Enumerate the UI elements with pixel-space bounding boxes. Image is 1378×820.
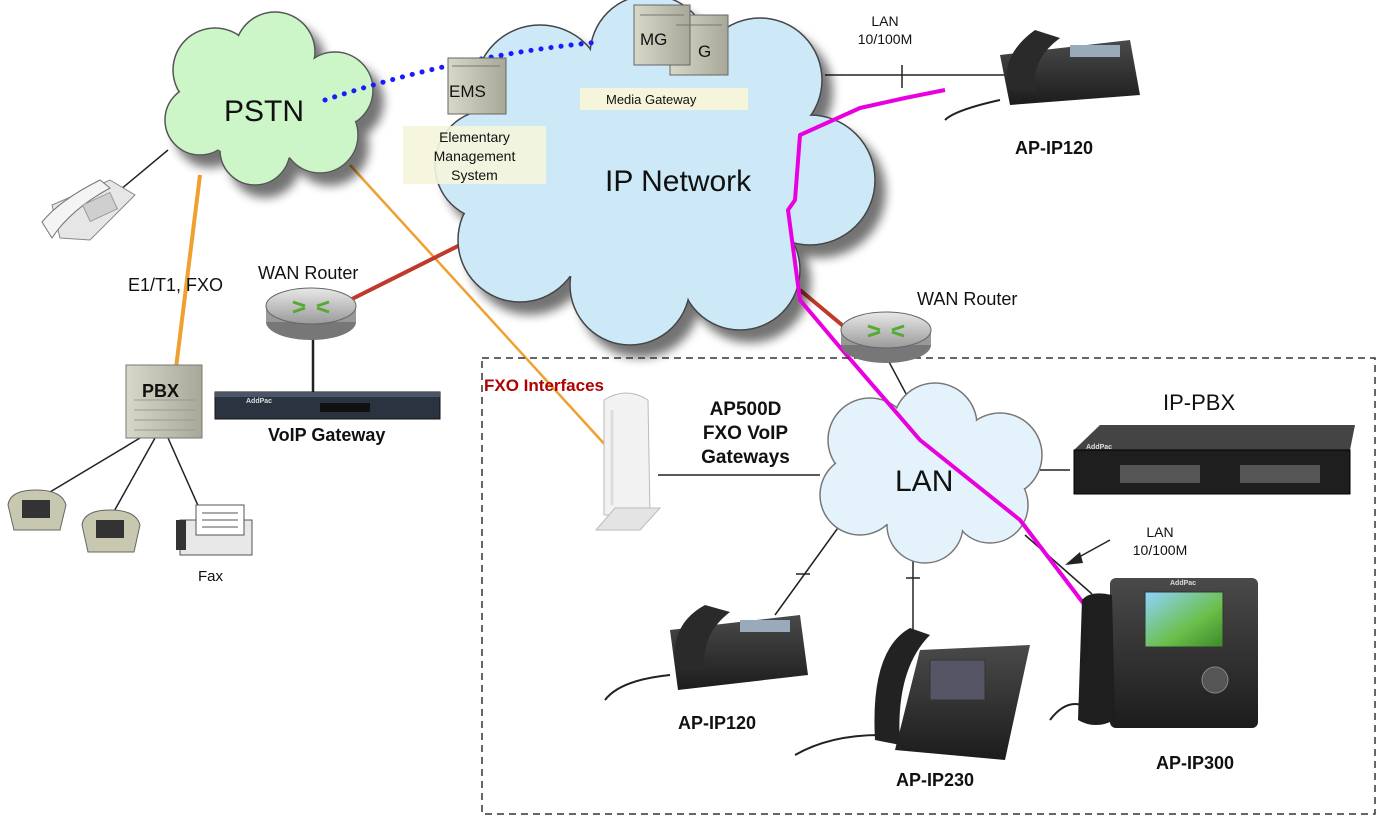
e1t1-label: E1/T1, FXO bbox=[128, 275, 224, 295]
lan-top-label-line-2: 10/100M bbox=[857, 31, 913, 47]
phone-top-label: AP-IP120 bbox=[1015, 138, 1094, 158]
ap500d-label-line-2: FXO VoIP bbox=[702, 423, 789, 444]
wan-router-right-label: WAN Router bbox=[917, 289, 1018, 309]
media-gateway-servers bbox=[633, 4, 729, 76]
pbx-box bbox=[125, 364, 203, 439]
wan-router-left-icon bbox=[265, 287, 357, 340]
phone-lan-1-icon bbox=[604, 605, 808, 701]
ip-pbx-label: IP-PBX bbox=[1163, 390, 1236, 415]
link-pbx-fax bbox=[167, 437, 201, 511]
ap500d-label-line-3: Gateways bbox=[701, 447, 790, 468]
lan-right-label-line-1: LAN bbox=[1146, 524, 1174, 540]
lan-top-label-line-1: LAN bbox=[871, 13, 899, 29]
mg-label: MG bbox=[640, 30, 668, 49]
pbx-label: PBX bbox=[142, 381, 180, 401]
link-pbx-phone1 bbox=[44, 437, 141, 496]
lan-cloud bbox=[819, 382, 1043, 564]
phone-lan-1-label: AP-IP120 bbox=[678, 713, 757, 733]
mg-second-label: G bbox=[698, 42, 712, 61]
link-magenta-path bbox=[786, 88, 1092, 614]
voip-gateway-label: VoIP Gateway bbox=[268, 425, 386, 445]
ems-desc: Elementary Management System bbox=[403, 128, 546, 185]
phone-top-icon bbox=[944, 30, 1140, 121]
link-pstn-pbx-e1t1 bbox=[174, 174, 202, 369]
link-lan-phone3 bbox=[1024, 534, 1093, 595]
ems-desc-line-1: Elementary bbox=[439, 129, 510, 145]
ems-label: EMS bbox=[449, 82, 486, 101]
pbx-phone-2-icon bbox=[81, 509, 141, 553]
ip-pbx-brand: AddPac bbox=[1086, 444, 1113, 451]
ems-desc-line-3: System bbox=[451, 167, 498, 183]
enterprise-boundary bbox=[481, 357, 1376, 815]
wan-router-right-icon bbox=[840, 311, 932, 363]
ems-desc-line-2: Management bbox=[433, 148, 516, 164]
ap500d-label: AP500D FXO VoIP Gateways bbox=[688, 398, 803, 470]
ems-desc-box bbox=[403, 126, 546, 184]
phone-lan-2-icon bbox=[794, 628, 1030, 760]
link-pstn-ap500d bbox=[349, 164, 609, 449]
fax-label: Fax bbox=[198, 568, 224, 585]
analog-phone-icon bbox=[41, 179, 136, 241]
voip-gateway-device bbox=[214, 391, 441, 420]
phone-lan-3-brand: AddPac bbox=[1170, 580, 1197, 587]
ems-server bbox=[447, 57, 507, 115]
link-lan-phone1 bbox=[774, 524, 841, 616]
lan-right-label: LAN 10/100M bbox=[1125, 523, 1195, 559]
media-gateway-label: Media Gateway bbox=[606, 92, 697, 107]
link-pstn-phone bbox=[119, 149, 169, 191]
pstn-cloud bbox=[164, 11, 374, 186]
ap500d-device bbox=[594, 392, 662, 531]
fax-icon bbox=[176, 504, 253, 556]
link-pbx-phone2 bbox=[111, 437, 156, 516]
phone-lan-3-label: AP-IP300 bbox=[1156, 753, 1235, 773]
pbx-phone-1-icon bbox=[7, 489, 67, 531]
phone-lan-2-label: AP-IP230 bbox=[896, 770, 975, 790]
wan-router-left-label: WAN Router bbox=[258, 263, 359, 283]
lan-label: LAN bbox=[895, 465, 954, 498]
pstn-label: PSTN bbox=[224, 95, 305, 128]
voip-gateway-brand: AddPac bbox=[246, 398, 273, 405]
links bbox=[44, 65, 1111, 632]
media-gateway-label-box bbox=[580, 88, 748, 110]
link-router-ipnet bbox=[339, 238, 471, 307]
lan-right-label-line-2: 10/100M bbox=[1132, 542, 1188, 558]
phone-lan-3-icon bbox=[1049, 578, 1258, 728]
lan-right-arrowhead bbox=[1065, 552, 1083, 565]
fxo-interfaces-label: FXO Interfaces bbox=[484, 376, 604, 395]
lan-top-label: LAN 10/100M bbox=[850, 12, 920, 48]
ip-pbx-device bbox=[1073, 425, 1355, 495]
ap500d-label-line-1: AP500D bbox=[709, 399, 782, 420]
ip-network-label: IP Network bbox=[605, 165, 752, 198]
